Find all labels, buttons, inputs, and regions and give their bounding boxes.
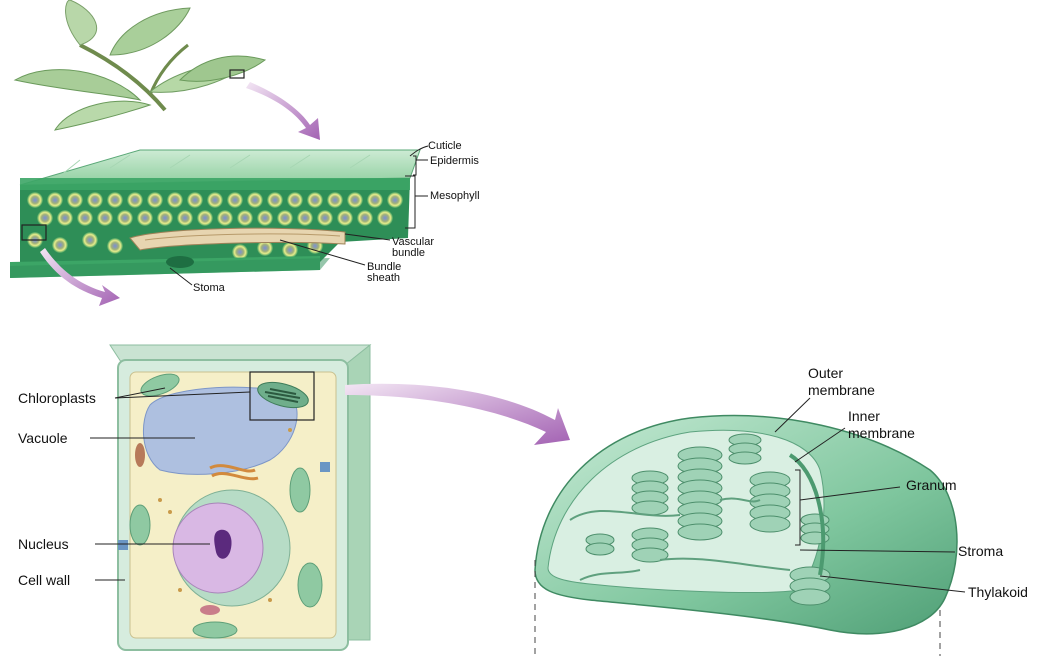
arrow-leaf-to-section bbox=[246, 82, 320, 140]
label-outer-membrane-line2: membrane bbox=[808, 383, 875, 398]
label-chloroplasts: Chloroplasts bbox=[18, 391, 96, 406]
label-epidermis: Epidermis bbox=[430, 155, 479, 167]
label-stroma: Stroma bbox=[958, 544, 1003, 559]
label-vacuole: Vacuole bbox=[18, 431, 68, 446]
label-cell-wall: Cell wall bbox=[18, 573, 70, 588]
label-inner-membrane-line1: Inner bbox=[848, 409, 880, 424]
plant-cell-illustration bbox=[90, 345, 570, 650]
leaf-sprig-illustration bbox=[15, 0, 320, 140]
stoma-shape bbox=[166, 256, 194, 268]
label-granum: Granum bbox=[906, 478, 957, 493]
label-mesophyll: Mesophyll bbox=[430, 190, 480, 202]
arrow-cell-to-chloroplast bbox=[345, 384, 570, 445]
label-nucleus: Nucleus bbox=[18, 537, 69, 552]
label-outer-membrane-line1: Outer bbox=[808, 366, 843, 381]
label-stoma: Stoma bbox=[193, 282, 225, 294]
label-bundle-sheath-line2: sheath bbox=[367, 272, 400, 284]
label-thylakoid: Thylakoid bbox=[968, 585, 1028, 600]
label-inner-membrane-line2: membrane bbox=[848, 426, 915, 441]
label-cuticle: Cuticle bbox=[428, 140, 462, 152]
label-vascular-bundle-line2: bundle bbox=[392, 247, 425, 259]
